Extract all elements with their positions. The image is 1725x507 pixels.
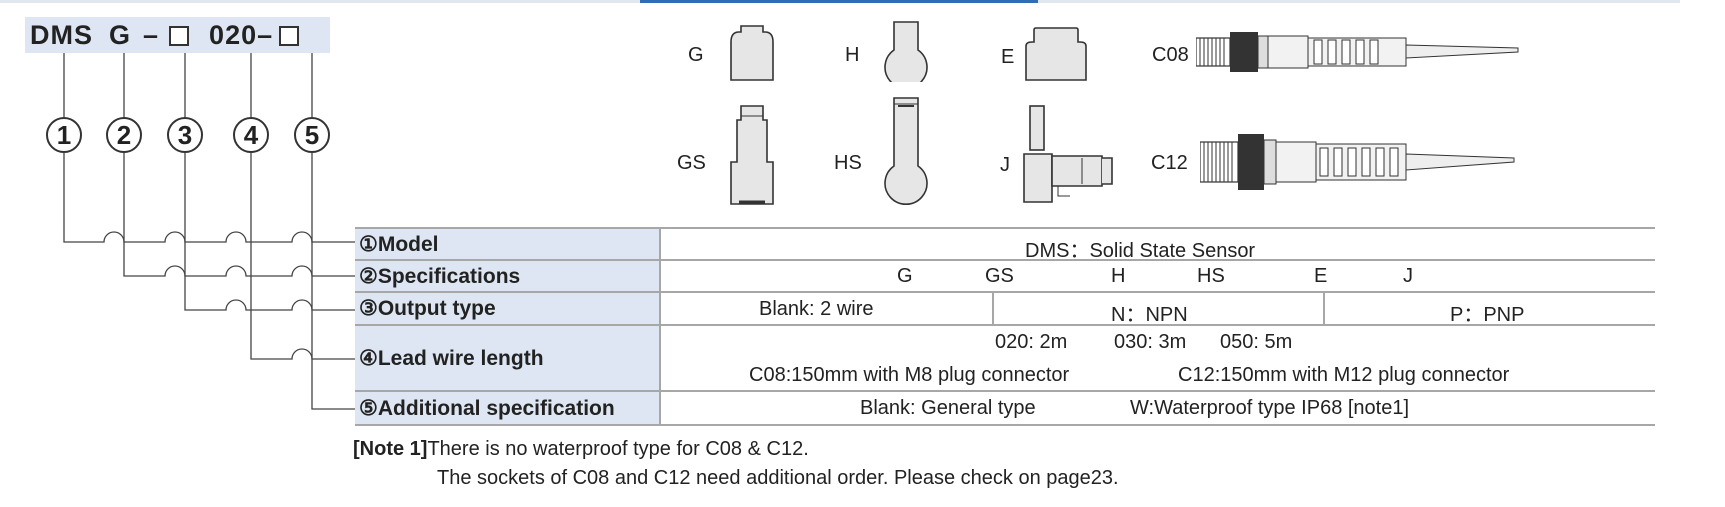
shape-label-c12: C12 [1151,152,1188,174]
output-npn: N：NPN [1111,304,1188,326]
code-dash-2: – [257,20,274,50]
sensor-g-icon [730,25,774,81]
output-pnp: P：PNP [1450,304,1525,326]
shape-label-j: J [1000,154,1010,176]
sensor-e-icon [1025,27,1087,81]
note-2: The sockets of C08 and C12 need addition… [437,467,1119,489]
marker-3: 3 [167,117,203,153]
row-output-type: ③Output type Blank: 2 wire N：NPN P：PNP [355,293,1655,326]
marker-2: 2 [106,117,142,153]
output-2wire: Blank: 2 wire [759,298,874,320]
additional-waterproof: W:Waterproof type IP68 [note1] [1130,397,1410,419]
row-label-specifications: ②Specifications [355,261,659,291]
code-dash-1: – [143,20,160,50]
spec-gs: GS [985,265,1014,287]
spec-h: H [1111,265,1126,287]
note-1-tag: [Note 1] [353,438,428,460]
shape-label-e: E [1001,46,1015,68]
row-label-additional-spec: ⑤Additional specification [355,392,659,424]
row-label-model: ①Model [355,229,659,259]
shape-label-gs: GS [677,152,706,174]
sensor-j-icon [1023,105,1113,203]
row-lead-wire-length: ④Lead wire length 020: 2m 030: 3m 050: 5… [355,326,1655,392]
marker-1: 1 [46,117,82,153]
length-050: 050: 5m [1220,331,1293,353]
sensor-hs-icon [884,97,928,206]
shape-label-c08: C08 [1152,44,1189,66]
sensor-h-icon [884,21,928,82]
row-specifications: ②Specifications G GS H HS E J [355,261,1655,293]
note-1-text: There is no waterproof type for C08 & C1… [427,438,809,460]
connector-m8-icon [1196,32,1519,72]
shape-label-g: G [688,44,704,66]
length-030: 030: 3m [1114,331,1187,353]
spec-g: G [897,265,913,287]
sensor-gs-icon [730,105,774,205]
code-prefix: DMS [30,20,93,50]
marker-4: 4 [233,117,269,153]
additional-general: Blank: General type [860,397,1036,419]
connector-m12-icon [1200,134,1515,190]
row-model: ①Model DMS：Solid State Sensor [355,227,1655,262]
connector-c08: C08:150mm with M8 plug connector [749,364,1070,386]
spec-hs: HS [1197,265,1225,287]
code-length: 020 [209,20,258,50]
row-label-output-type: ③Output type [355,293,659,324]
row-additional-spec: ⑤Additional specification Blank: General… [355,392,1655,426]
marker-5: 5 [294,117,330,153]
spec-e: E [1314,265,1328,287]
row-label-lead-wire-length: ④Lead wire length [355,326,659,390]
code-spec: G [109,20,132,50]
shape-label-hs: HS [834,152,862,174]
shape-label-h: H [845,44,860,66]
spec-j: J [1403,265,1413,287]
note-1: [Note 1]There is no waterproof type for … [353,438,809,461]
code-additional-placeholder [279,26,300,46]
code-output-placeholder [169,26,190,46]
top-rule-accent [640,0,1038,3]
length-020: 020: 2m [995,331,1068,353]
model-value: DMS：Solid State Sensor [1025,240,1256,262]
connector-c12: C12:150mm with M12 plug connector [1178,364,1510,386]
